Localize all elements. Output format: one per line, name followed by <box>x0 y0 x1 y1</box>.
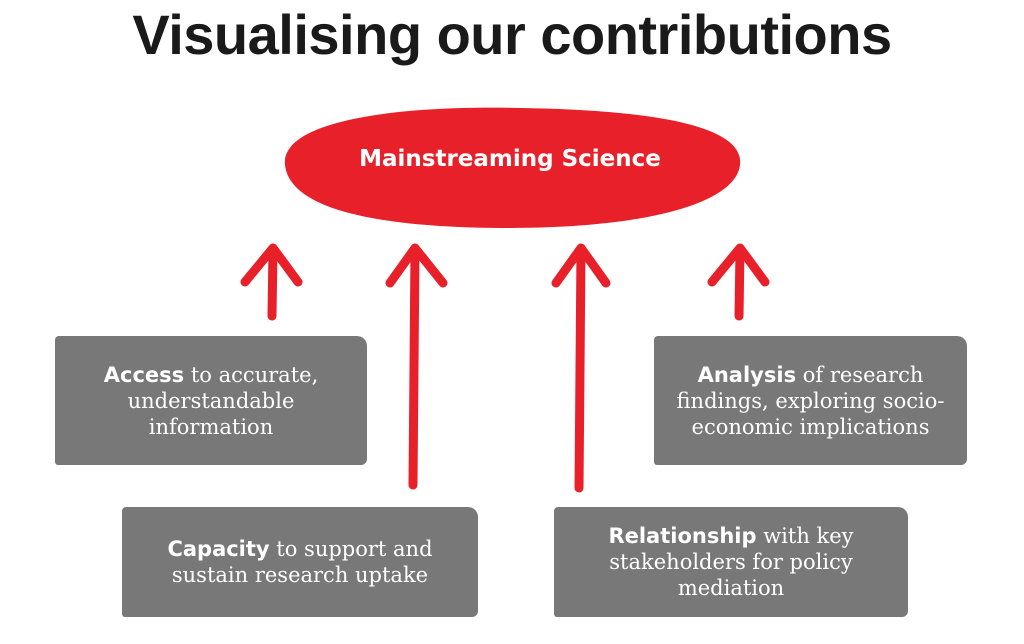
arrow-relationship <box>551 243 611 493</box>
box-capacity-text: to support and sustain research uptake <box>171 537 433 587</box>
box-relationship-bold: Relationship <box>608 524 757 548</box>
box-access-bold: Access <box>103 362 185 387</box>
arrow-analysis <box>707 243 770 321</box>
arrow-capacity <box>385 243 448 490</box>
box-analysis-bold: Analysis <box>697 362 797 387</box>
box-relationship: Relationship with key stakeholders for p… <box>554 507 908 617</box>
box-analysis: Analysis of research findings, exploring… <box>654 336 967 465</box>
box-relationship-text: with key stakeholders for policy mediati… <box>609 524 854 600</box>
box-access: Access to accurate, understandable infor… <box>55 336 367 465</box>
box-capacity: Capacity to support and sustain research… <box>122 507 478 617</box>
box-analysis-text: of research findings, exploring socio-ec… <box>676 362 945 439</box>
central-ellipse <box>284 107 741 228</box>
box-access-text: to accurate, understandable information <box>127 362 319 439</box>
central-label: Mainstreaming Science <box>359 146 661 172</box>
box-capacity-bold: Capacity <box>167 537 270 561</box>
arrow-access <box>240 243 303 321</box>
page-title: Visualising our contributions <box>132 3 892 66</box>
